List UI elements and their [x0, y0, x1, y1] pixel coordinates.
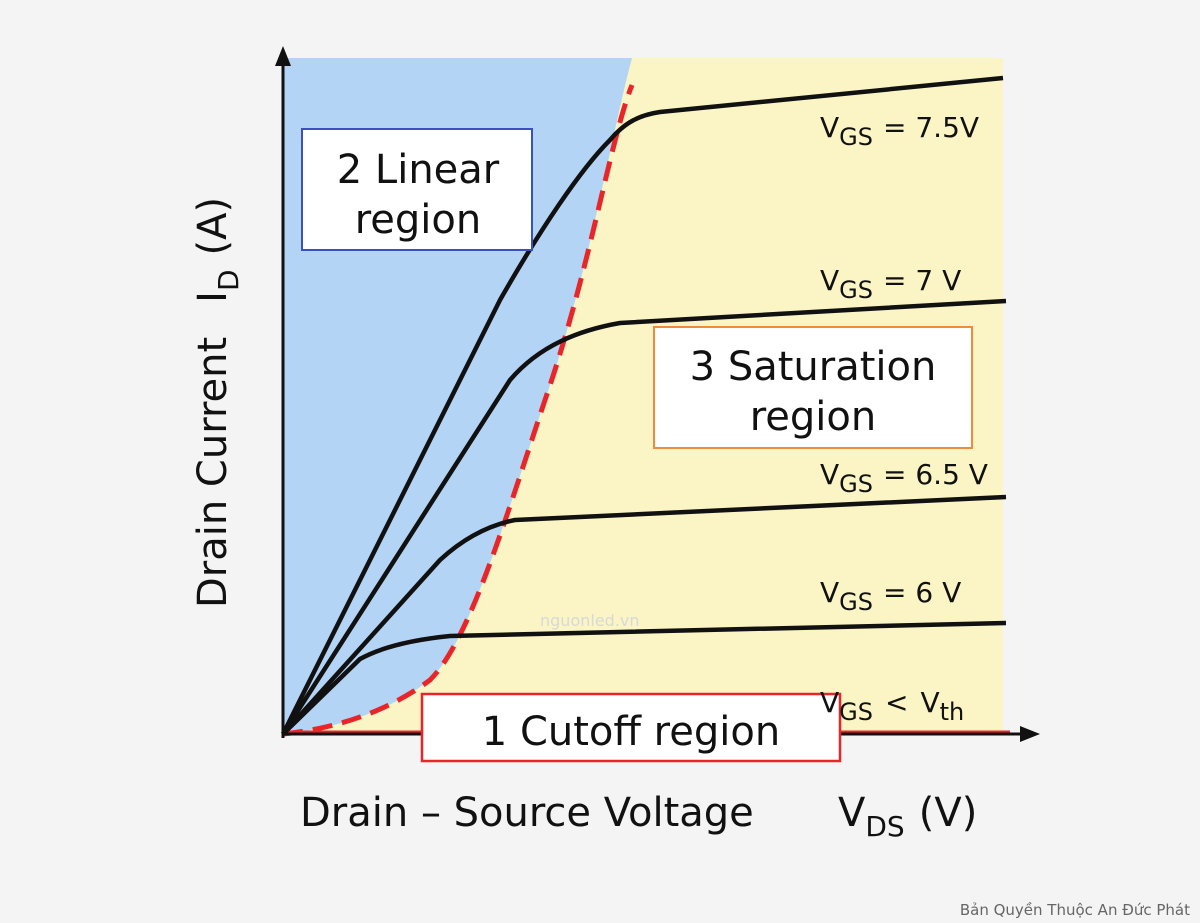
saturation-region-label-line1: 3 Saturation	[690, 344, 937, 390]
y-axis-arrow	[275, 46, 291, 66]
saturation-region-box	[653, 326, 973, 449]
cutoff-region-box	[420, 692, 842, 763]
linear-region-label-line1: 2 Linear	[337, 147, 500, 193]
copyright-credit: Bản Quyền Thuộc An Đức Phát	[960, 901, 1190, 919]
curve-label-vgs-below-vth: VGS<Vth	[820, 686, 964, 726]
curve-label-vgs-6-5: VGS= 6.5 V	[820, 458, 988, 498]
x-axis-symbol: VDS(V)	[838, 790, 977, 843]
curve-vgs-6	[281, 620, 1007, 736]
cutoff-region-label: 1 Cutoff region	[482, 709, 780, 755]
curve-label-vgs-7-5: VGS= 7.5V	[820, 111, 979, 151]
curve-vgs-6-5	[281, 494, 1007, 736]
x-axis-label: Drain – Source Voltage	[300, 790, 754, 836]
watermark: nguonled.vn	[540, 611, 640, 630]
linear-region-label-line2: region	[355, 197, 482, 243]
y-axis-label: Drain CurrentID(A)	[190, 197, 245, 608]
curve-vgs-7	[281, 298, 1007, 736]
saturation-boundary-curve	[282, 84, 635, 737]
linear-region-box	[301, 128, 533, 251]
curve-label-vgs-7: VGS= 7 V	[820, 264, 961, 304]
saturation-region-label-line2: region	[750, 394, 877, 440]
curve-label-vgs-6: VGS= 6 V	[820, 576, 961, 616]
curve-vgs-7-5	[280, 75, 1004, 736]
x-axis-arrow	[1020, 726, 1040, 742]
